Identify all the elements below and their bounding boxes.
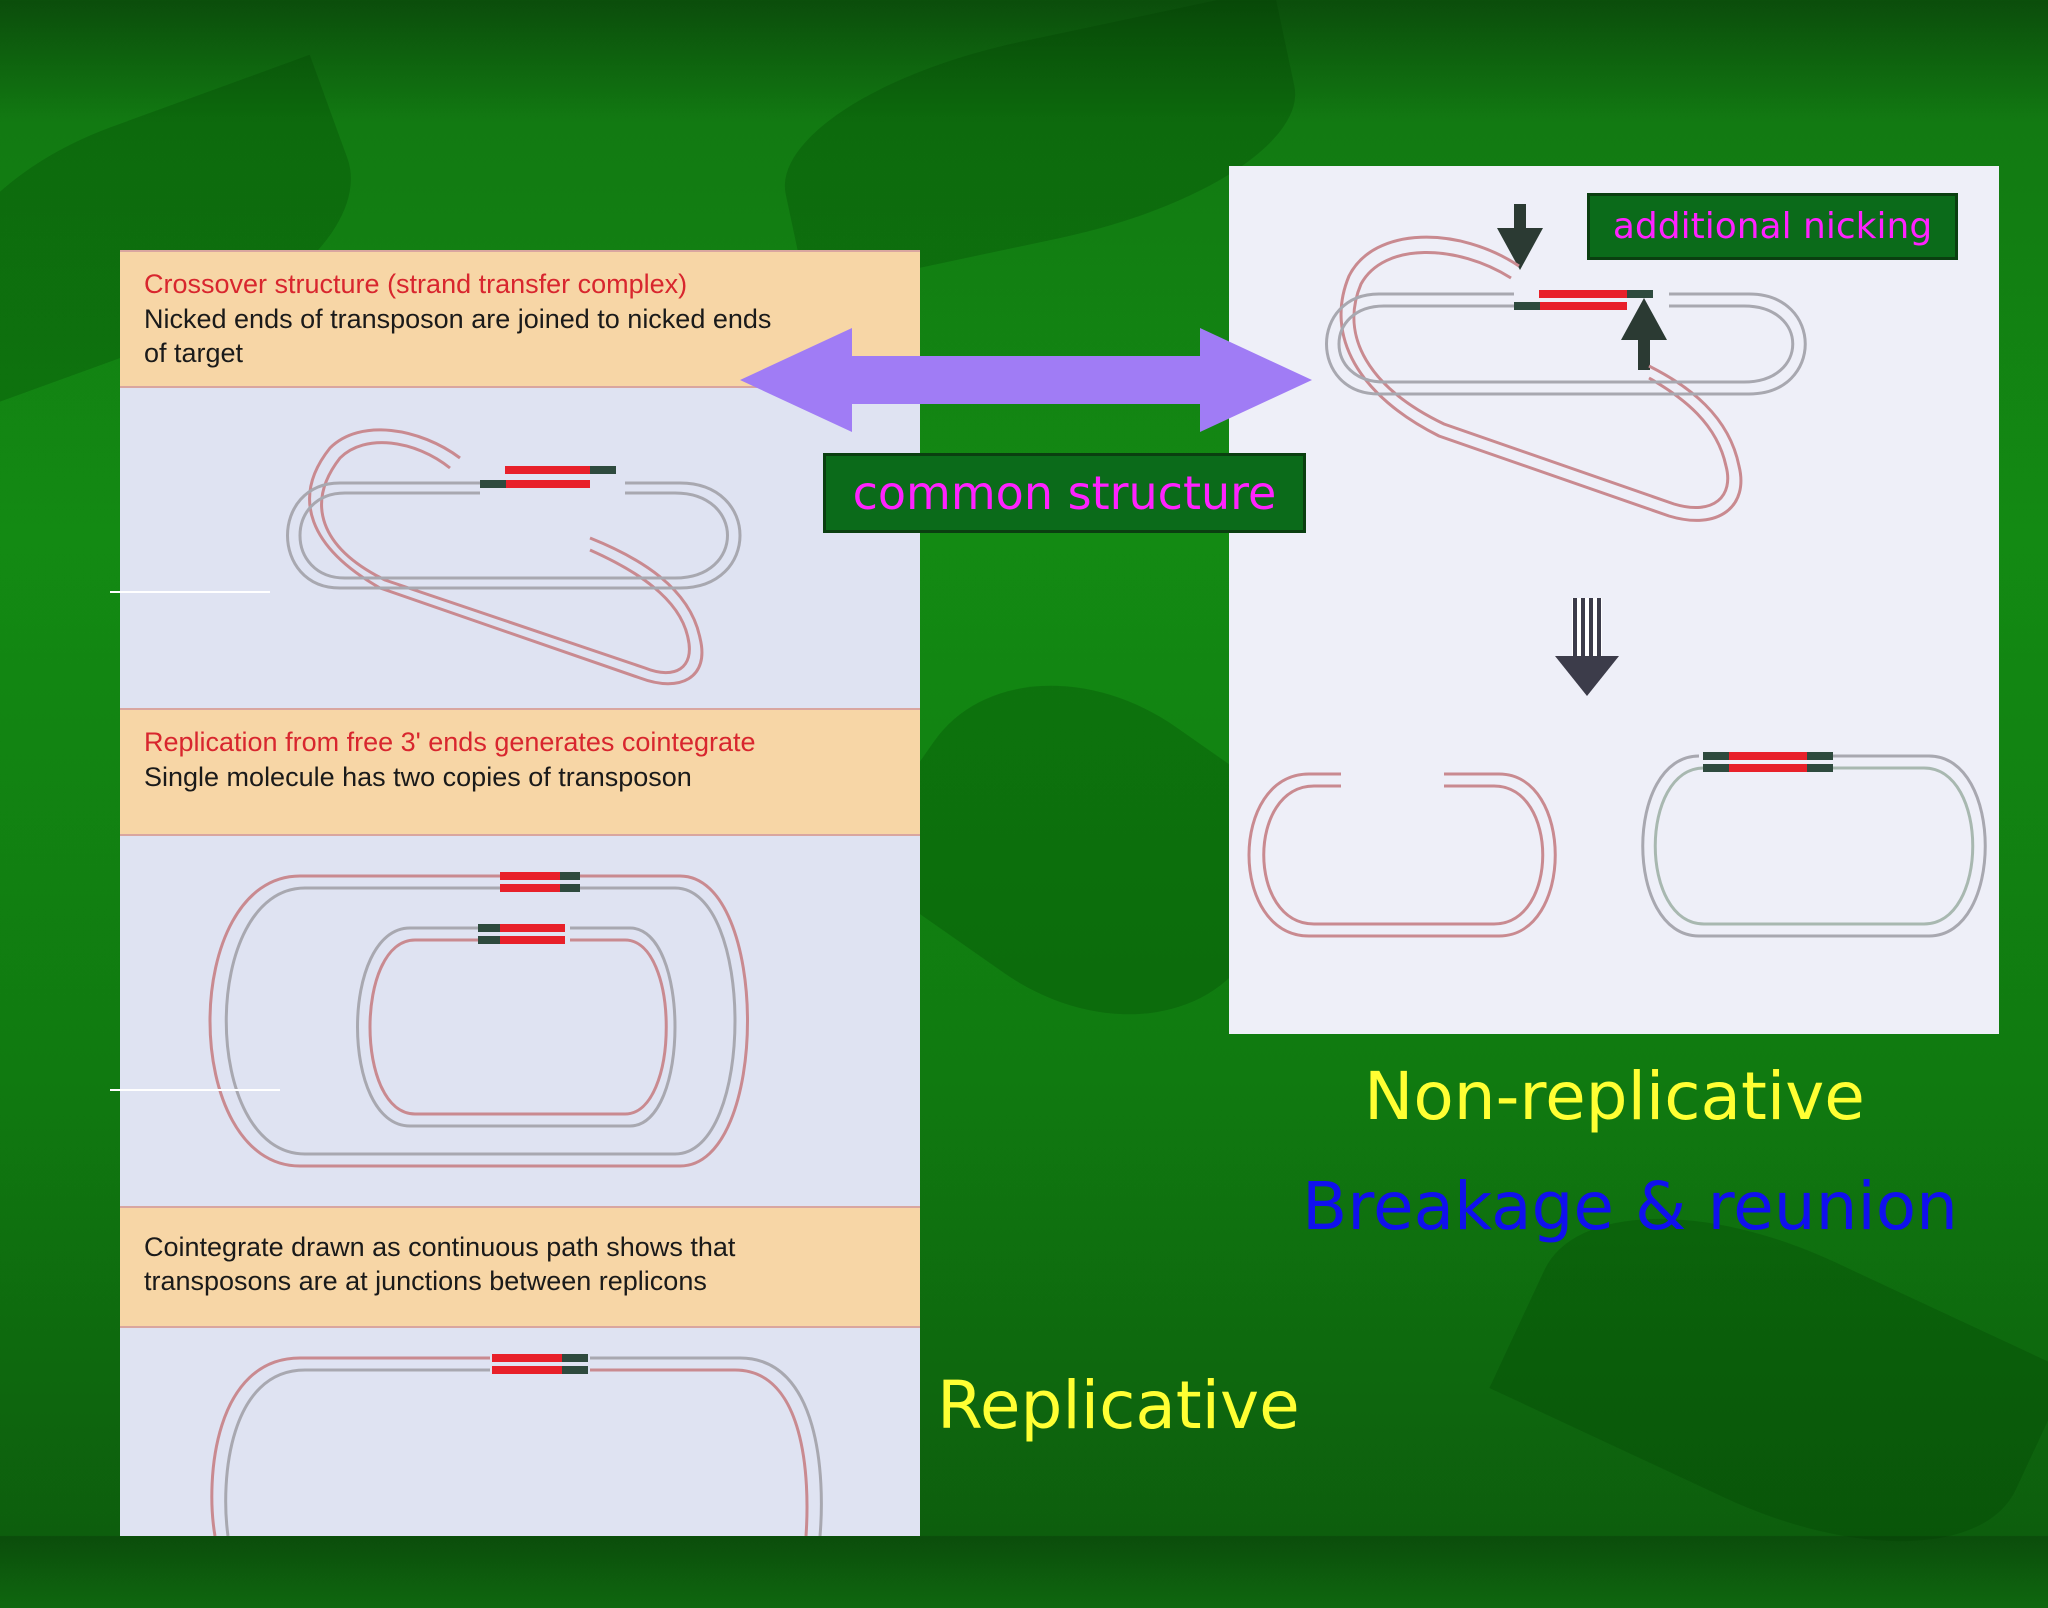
nick-arrow-up-icon [1621, 298, 1667, 370]
step1-desc-line1: Nicked ends of transposon are joined to … [144, 304, 772, 334]
non-replicative-figure-panel [1229, 166, 1999, 1034]
common-structure-label: common structure [823, 453, 1306, 533]
non-replicative-label: Non-replicative [1364, 1058, 1865, 1135]
nick-arrow-down-icon [1497, 204, 1543, 270]
step3-desc-line1: Cointegrate drawn as continuous path sho… [144, 1232, 736, 1262]
replicative-label: Replicative [937, 1367, 1300, 1444]
step1-desc-line2: of target [144, 338, 244, 368]
continuous-path-diagram [210, 1354, 823, 1536]
step3-caption: Cointegrate drawn as continuous path sho… [120, 1206, 920, 1328]
replicative-figure-panel: Crossover structure (strand transfer com… [120, 250, 920, 1536]
step2-desc-line1: Single molecule has two copies of transp… [144, 762, 692, 792]
step1-caption: Crossover structure (strand transfer com… [120, 250, 920, 388]
divider-line [110, 1089, 280, 1091]
cointegrate-diagram [208, 872, 749, 1168]
result-arrow-down-icon [1555, 598, 1619, 696]
step2-caption: Replication from free 3' ends generates … [120, 708, 920, 836]
step3-desc-line2: transposons are at junctions between rep… [144, 1266, 707, 1296]
nicking-diagram [1247, 204, 1987, 938]
step2-title: Replication from free 3' ends generates … [144, 727, 756, 757]
divider-line [110, 591, 270, 593]
double-headed-arrow-icon [740, 328, 1312, 432]
step1-title: Crossover structure (strand transfer com… [144, 269, 688, 299]
crossover-structure-diagram [286, 428, 742, 686]
additional-nicking-label: additional nicking [1587, 193, 1958, 260]
breakage-reunion-label: Breakage & reunion [1302, 1168, 1958, 1245]
